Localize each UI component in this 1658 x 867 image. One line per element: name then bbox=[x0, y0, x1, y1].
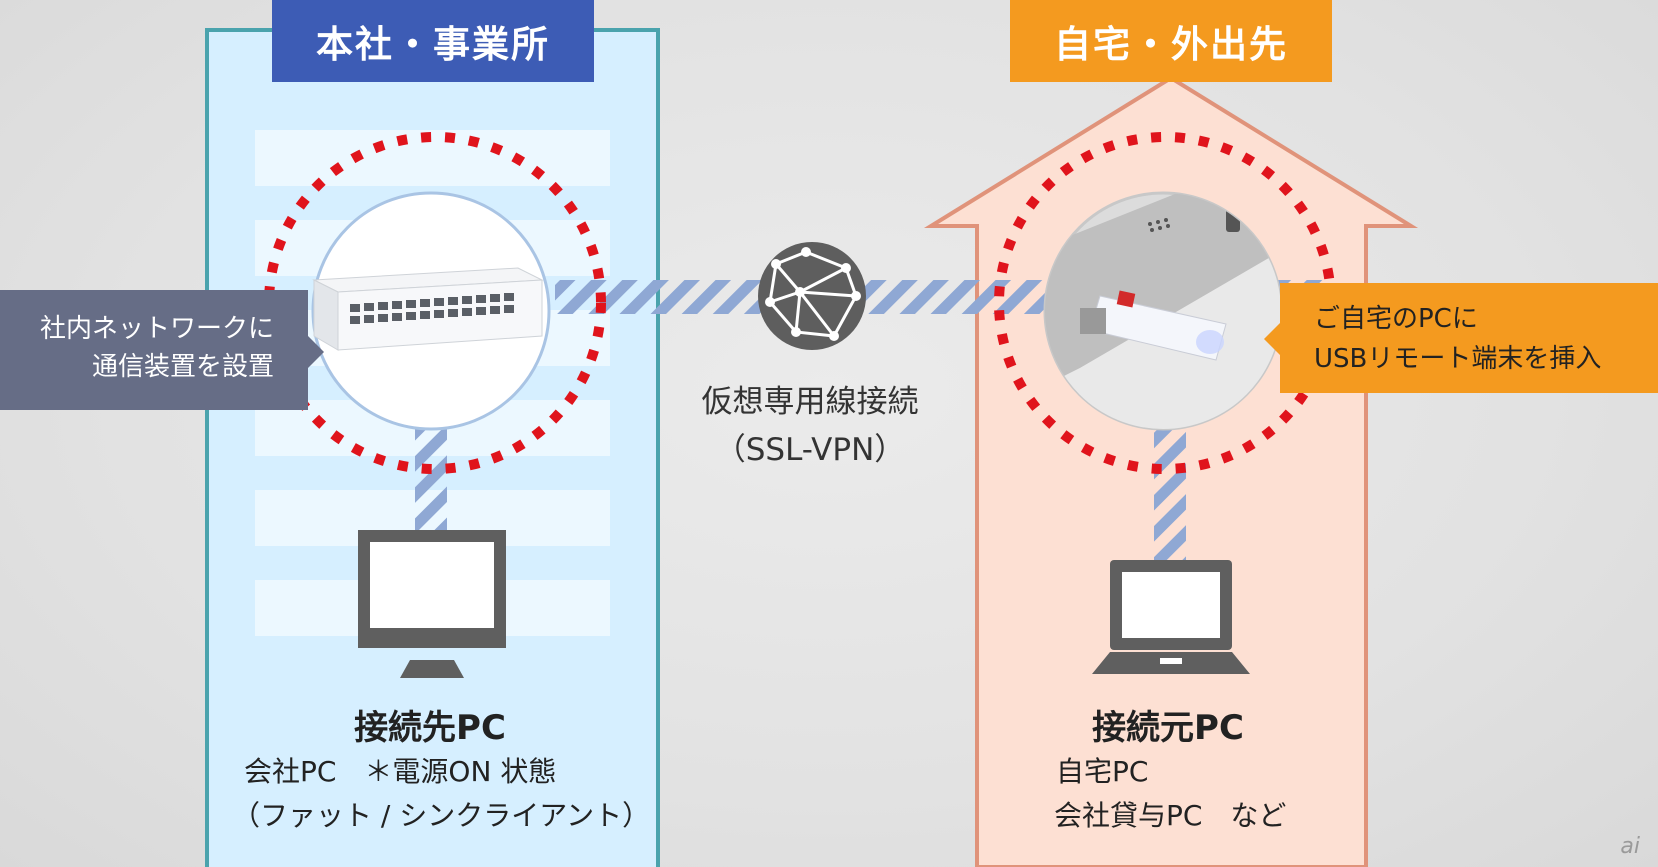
globe-network-icon bbox=[758, 242, 866, 350]
office-callout-line2: 通信装置を設置 bbox=[91, 352, 274, 382]
vpn-label: 仮想専用線接続 （SSL-VPN） bbox=[660, 378, 960, 474]
office-floor-stripe bbox=[255, 130, 610, 186]
home-callout-line1: ご自宅のPCに bbox=[1314, 304, 1478, 334]
home-pc-line bbox=[1154, 405, 1186, 565]
vpn-label-line1: 仮想専用線接続 bbox=[701, 384, 919, 420]
home-pc-heading: 接続元PC bbox=[1092, 708, 1244, 748]
home-callout: ご自宅のPCに USBリモート端末を挿入 bbox=[1264, 283, 1658, 393]
home-callout-line2: USBリモート端末を挿入 bbox=[1314, 344, 1602, 374]
office-pc-heading: 接続先PC bbox=[354, 708, 506, 748]
watermark: ai bbox=[1620, 834, 1640, 859]
office-callout: 社内ネットワークに 通信装置を設置 bbox=[0, 290, 324, 410]
desktop-monitor-icon bbox=[358, 530, 506, 678]
usb-device-photo bbox=[1043, 191, 1283, 431]
home-pc-line1: 自宅PC bbox=[1056, 755, 1149, 788]
office-pc-line1: 会社PC ＊電源ON 状態 bbox=[244, 755, 557, 788]
laptop-icon bbox=[1092, 560, 1250, 674]
office-title: 本社・事業所 bbox=[272, 0, 594, 82]
highlight-circle-left bbox=[264, 132, 606, 474]
home-title: 自宅・外出先 bbox=[1010, 0, 1332, 82]
office-callout-line1: 社内ネットワークに bbox=[39, 314, 274, 344]
network-device-photo bbox=[311, 191, 551, 431]
vpn-label-line2: （SSL-VPN） bbox=[714, 432, 906, 468]
home-pc-line2: 会社貸与PC など bbox=[1054, 799, 1287, 832]
office-pc-line bbox=[415, 410, 447, 540]
office-pc-line2: （ファット / シンクライアント） bbox=[232, 799, 651, 832]
